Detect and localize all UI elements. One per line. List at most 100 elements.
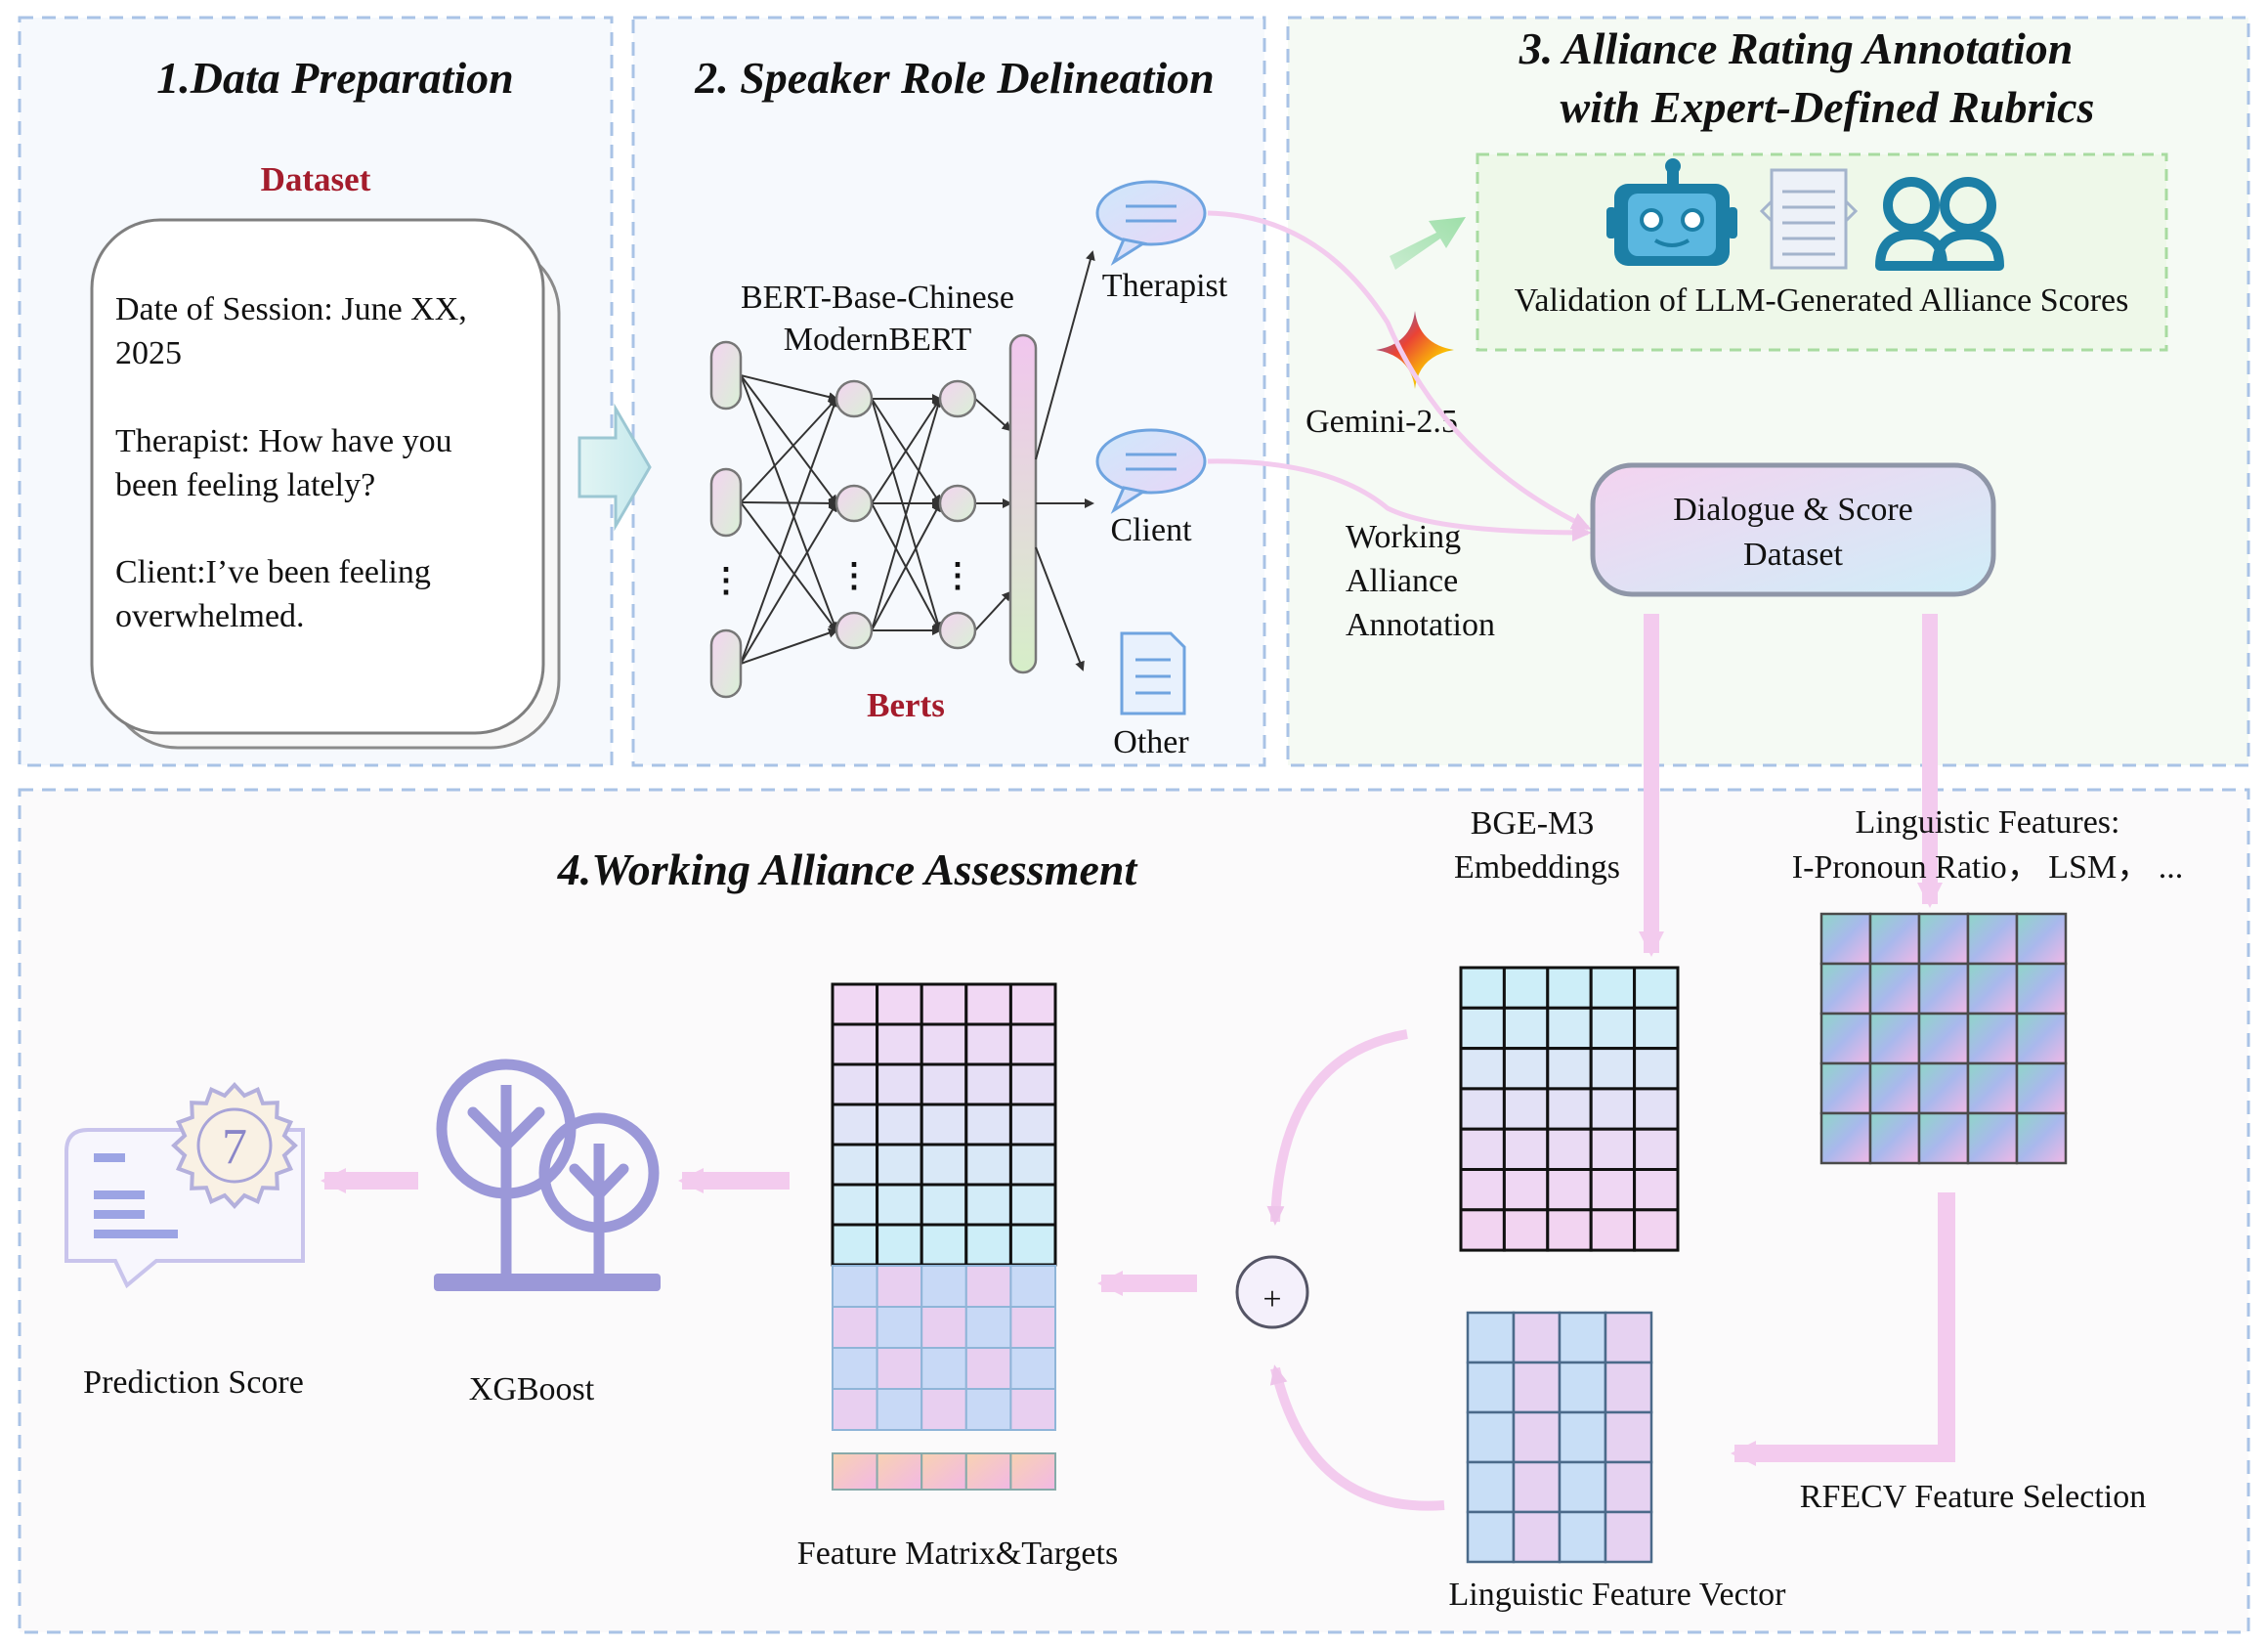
matrix-cell — [831, 1022, 879, 1066]
matrix-cell — [1966, 1111, 2019, 1165]
flow-arrow-right-icon — [578, 403, 652, 532]
matrix-cell — [2015, 1061, 2068, 1115]
hidden-node — [938, 611, 977, 650]
target-cell — [832, 1452, 878, 1491]
matrix-cell — [1966, 962, 2019, 1016]
matrix-cell — [1459, 1208, 1506, 1252]
matrix-cell — [1459, 966, 1506, 1010]
dataset-label: Dataset — [261, 160, 371, 198]
matrix-cell — [1558, 1510, 1607, 1564]
matrix-cell — [1502, 1006, 1550, 1051]
matrix-cell — [831, 1223, 879, 1267]
matrix-cell — [1589, 1127, 1637, 1171]
matrix-cell — [1589, 1006, 1637, 1051]
matrix-cell — [920, 1103, 968, 1146]
output-layer-bar — [1008, 333, 1038, 674]
nn-connection — [740, 397, 838, 503]
neural-network-icon: ⋮ ⋮ ⋮ — [709, 333, 1038, 699]
matrix-cell — [964, 1388, 1012, 1431]
matrix-cell — [1589, 1208, 1637, 1252]
therapist-to-dataset-arrow — [1207, 210, 1592, 531]
matrix-cell — [920, 1143, 968, 1187]
card-line: overwhelmed. — [115, 598, 305, 634]
matrix-cell — [876, 1183, 923, 1227]
prediction-label: Prediction Score — [83, 1364, 304, 1401]
matrix-cell — [1459, 1127, 1506, 1171]
matrix-cell — [1868, 912, 1921, 966]
nn-connection — [974, 398, 1012, 432]
matrix-cell — [920, 1388, 967, 1431]
matrix-cell — [1546, 1127, 1593, 1171]
matrix-cell — [1604, 1361, 1653, 1414]
matrix-cell — [964, 1022, 1012, 1066]
validation-label: Validation of LLM-Generated Alliance Sco… — [1515, 282, 2129, 319]
gemini-label: Gemini-2.5 — [1305, 404, 1458, 440]
matrix-cell — [1502, 1208, 1550, 1252]
matrix-cell — [1604, 1510, 1653, 1564]
feature-matrix-label: Feature Matrix&Targets — [797, 1536, 1118, 1572]
bge-embedding-matrix — [1459, 966, 1680, 1252]
linguistic-feature-vector-matrix — [1466, 1311, 1653, 1564]
dataset-card-text: Date of Session: June XX, 2025 Therapist… — [115, 291, 467, 634]
matrix-cell — [876, 1143, 923, 1187]
matrix-cell — [1966, 912, 2019, 966]
matrix-cell — [920, 982, 968, 1026]
matrix-cell — [920, 1183, 968, 1227]
matrix-cell — [1546, 1047, 1593, 1091]
linguistic-features-matrix — [1819, 912, 2068, 1165]
ellipsis-dots: ⋮ — [709, 563, 743, 599]
badge-icon — [171, 1082, 298, 1209]
matrix-cell — [1589, 1087, 1637, 1131]
ellipsis-dots: ⋮ — [837, 558, 871, 594]
matrix-cell — [1008, 1143, 1057, 1187]
matrix-cell — [1633, 1168, 1680, 1212]
matrix-cell — [920, 1265, 967, 1308]
bge-label-line1: BGE-M3 — [1471, 805, 1595, 842]
matrix-cell — [964, 1183, 1012, 1227]
matrix-cell — [1917, 1111, 1970, 1165]
matrix-cell — [1008, 1062, 1057, 1106]
matrix-cell — [831, 982, 879, 1026]
matrix-cell — [1558, 1361, 1607, 1414]
hidden-node — [938, 484, 977, 523]
matrix-cell — [1917, 1012, 1970, 1065]
matrix-cell — [1966, 1012, 2019, 1065]
nn-connection — [740, 501, 838, 632]
matrix-cell — [964, 1062, 1012, 1106]
gemini-sparkle-icon — [1376, 311, 1454, 389]
matrix-cell — [1558, 1460, 1607, 1514]
matrix-cell — [1633, 1087, 1680, 1131]
hidden-node — [834, 379, 874, 418]
card-line: been feeling lately? — [115, 467, 375, 503]
matrix-cell — [1868, 1111, 1921, 1165]
matrix-cell — [832, 1265, 878, 1308]
matrix-cell — [1868, 962, 1921, 1016]
matrix-cell — [920, 1223, 968, 1267]
xgboost-label: XGBoost — [469, 1371, 595, 1407]
matrix-cell — [964, 1265, 1012, 1308]
target-cell — [920, 1452, 967, 1491]
working-alliance-line3: Annotation — [1346, 607, 1495, 643]
matrix-cell — [831, 1183, 879, 1227]
working-alliance-line2: Alliance — [1346, 563, 1458, 599]
matrix-cell — [876, 982, 923, 1026]
matrix-cell — [1604, 1460, 1653, 1514]
concat-plus-icon — [1235, 1255, 1309, 1329]
matrix-cell — [964, 1306, 1012, 1349]
matrix-cell — [1009, 1388, 1057, 1431]
feature-matrix — [831, 982, 1057, 1431]
matrix-cell — [1502, 1168, 1550, 1212]
matrix-cell — [1633, 1127, 1680, 1171]
matrix-cell — [1512, 1410, 1562, 1464]
nn-connection — [740, 397, 838, 665]
target-cell — [876, 1452, 923, 1491]
dialogue-score-dataset-box — [1590, 462, 1996, 597]
rfecv-arrow — [1731, 1192, 1955, 1466]
matrix-cell — [1819, 1061, 1872, 1115]
rfecv-label: RFECV Feature Selection — [1800, 1479, 2146, 1515]
working-alliance-line1: Working — [1346, 519, 1461, 555]
berts-label: Berts — [867, 686, 945, 724]
matrix-cell — [876, 1103, 923, 1146]
matrix-cell — [1604, 1311, 1653, 1364]
matrix-cell — [1819, 1012, 1872, 1065]
